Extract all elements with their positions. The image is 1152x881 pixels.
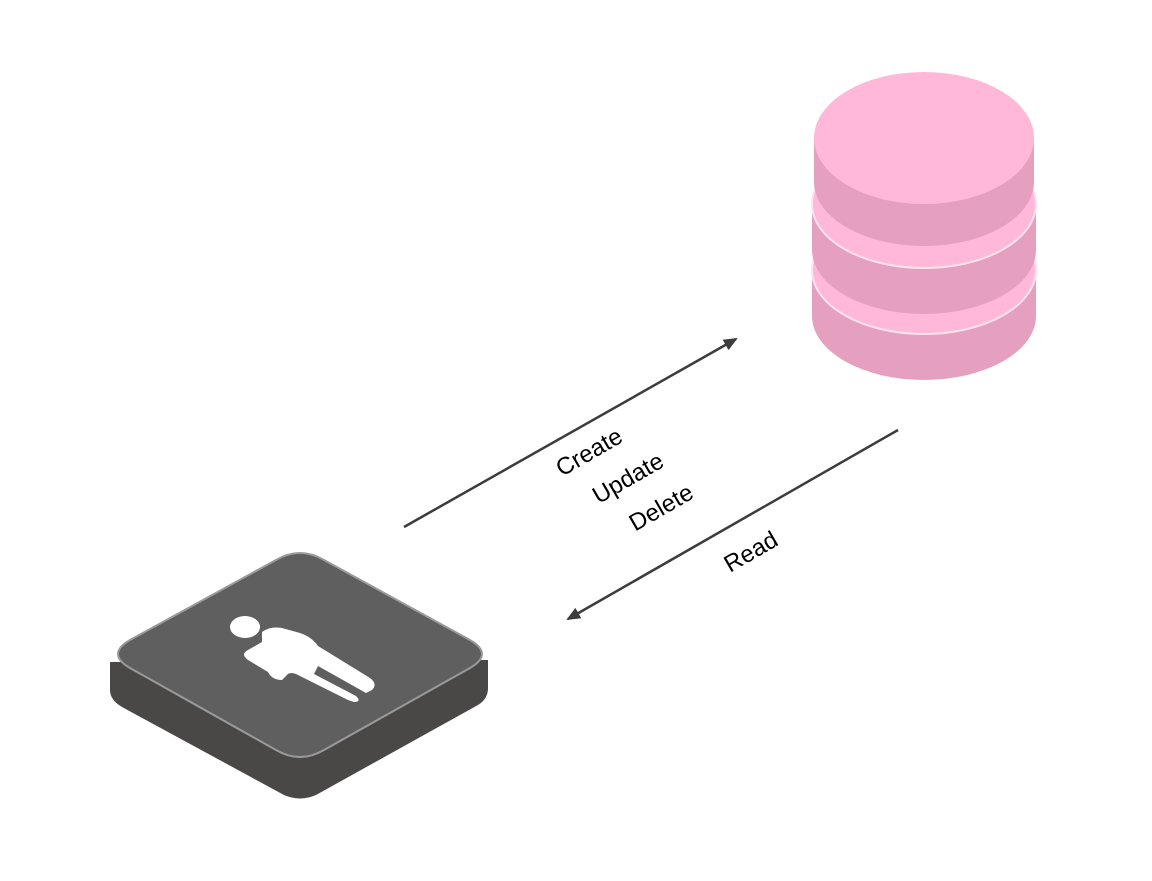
database-icon [811,72,1037,380]
arrow-read [566,428,899,621]
edge-database-to-user: Read [566,428,899,621]
database-node [811,72,1037,380]
database-disk-top [814,72,1034,246]
edge-label-read: Read [720,526,783,578]
label-group-cud: Create Update Delete [551,423,698,537]
user-icon [230,616,375,702]
edge-user-to-database: Create Update Delete [403,337,738,537]
user-node [110,552,488,799]
arrow-create-update-delete [403,337,738,529]
